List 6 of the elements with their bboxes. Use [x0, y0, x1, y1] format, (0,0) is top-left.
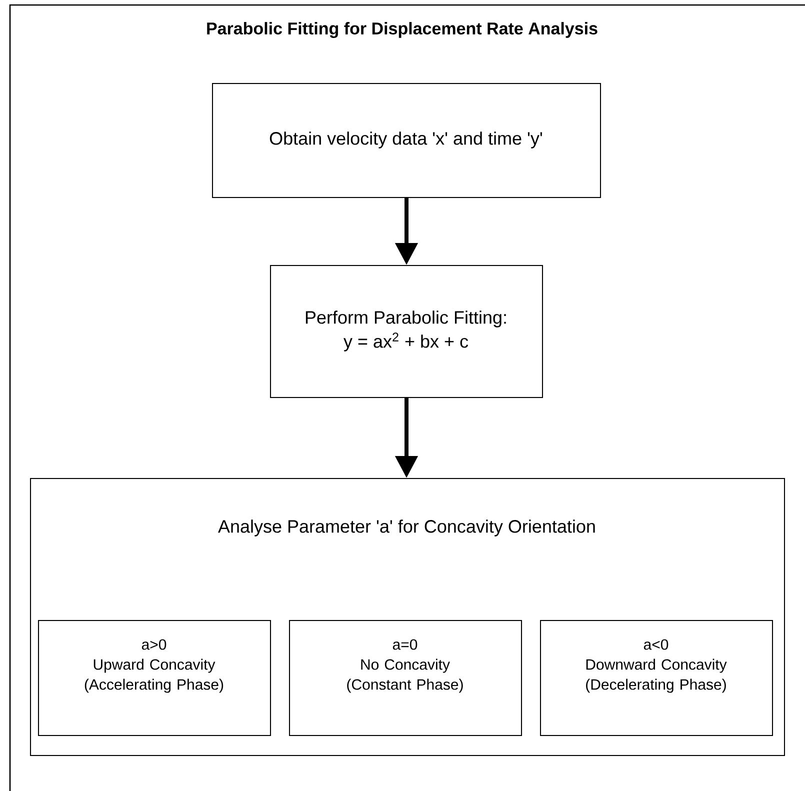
- process-box: Perform Parabolic Fitting: y = ax$^{2}$ + bx + c: [270, 264, 543, 398]
- condition-box: a<0 Downward Concavity (Decelerating Phase): [540, 620, 773, 736]
- condition-box: a>0 Upward Concavity (Accelerating Phase): [38, 620, 271, 736]
- condition-box: a=0 No Concavity (Constant Phase): [289, 620, 522, 736]
- process-box: Obtain velocity data 'x' and time 'y': [212, 82, 601, 198]
- title: Parabolic Fitting for Displacement Rate Analysis: [207, 22, 598, 38]
